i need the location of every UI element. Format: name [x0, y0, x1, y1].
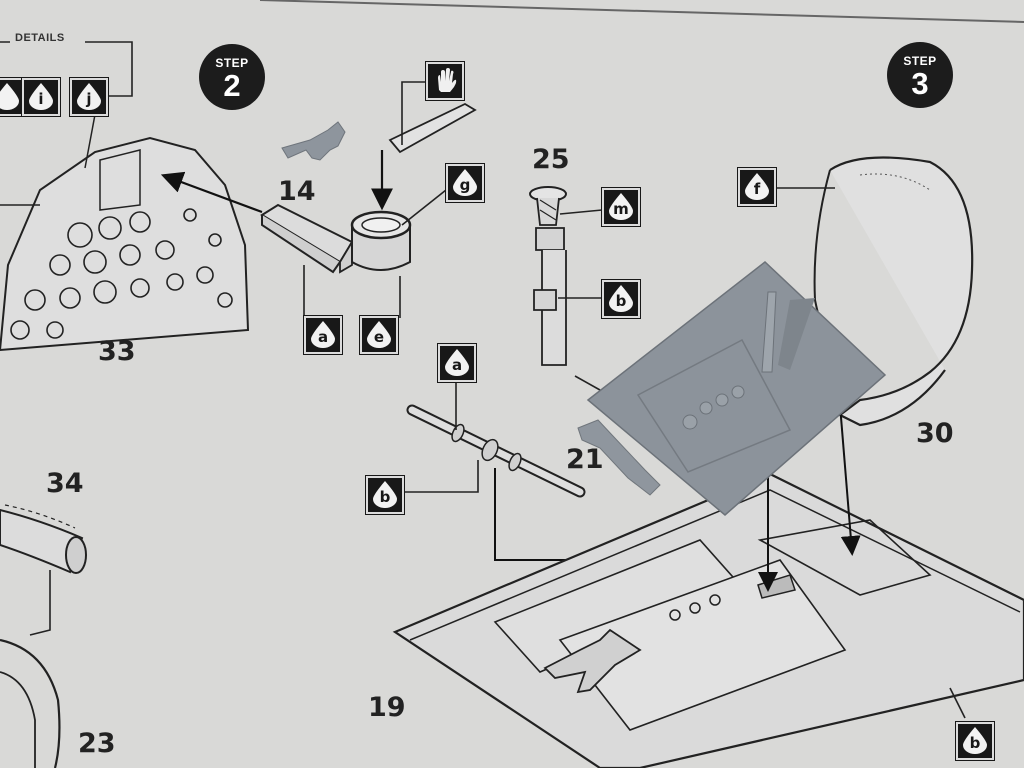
seat-part-30	[770, 156, 974, 427]
assembly-arrow-14	[160, 171, 263, 214]
detail-badge-a-rod: a	[437, 343, 477, 383]
detail-badge-b-25: b	[601, 279, 641, 319]
step-3-word: STEP	[903, 54, 937, 68]
instrument-panel-part	[0, 103, 250, 352]
rudder-rod-part	[402, 378, 586, 498]
step-3-marker: STEP 3	[887, 42, 953, 108]
step-3-number: 3	[911, 66, 929, 101]
floor-part-19	[392, 472, 1024, 768]
details-bracket	[0, 41, 133, 97]
gunsight-part-14	[260, 189, 447, 318]
detail-badge-b-floor: b	[955, 721, 995, 761]
detail-badge-i: i	[21, 77, 61, 117]
part-number-30: 30	[916, 418, 954, 449]
details-label: DETAILS	[12, 32, 68, 44]
part-number-14: 14	[278, 176, 316, 207]
detail-badge-f: f	[737, 167, 777, 207]
part-34	[0, 504, 87, 636]
control-stick-part-25	[529, 186, 603, 391]
assembly-arrow-floor-2	[839, 404, 861, 556]
part-23	[0, 638, 61, 768]
part-number-25: 25	[532, 144, 570, 175]
detail-badge-e-14: e	[359, 315, 399, 355]
part-number-34: 34	[46, 468, 84, 499]
detail-badge-g: g	[445, 163, 485, 203]
step-2-marker: STEP 2	[199, 44, 265, 110]
part-number-33: 33	[98, 336, 136, 367]
step-2-number: 2	[223, 68, 241, 103]
hand-icon	[425, 61, 465, 101]
page-border	[259, 0, 1024, 23]
reflector-glass	[388, 102, 477, 154]
step-2-word: STEP	[215, 56, 249, 70]
part-number-19: 19	[368, 692, 406, 723]
glue-bracket	[401, 81, 425, 145]
part-21-gray	[577, 419, 661, 496]
part-number-21: 21	[566, 444, 604, 475]
detail-badge-b-rod: b	[365, 475, 405, 515]
lens-part	[281, 121, 346, 161]
detail-badge-a-14: a	[303, 315, 343, 355]
part-number-23: 23	[78, 728, 116, 759]
detail-badge-j: j	[69, 77, 109, 117]
floor-plate-gray	[586, 261, 887, 516]
detail-badge-m: m	[601, 187, 641, 227]
